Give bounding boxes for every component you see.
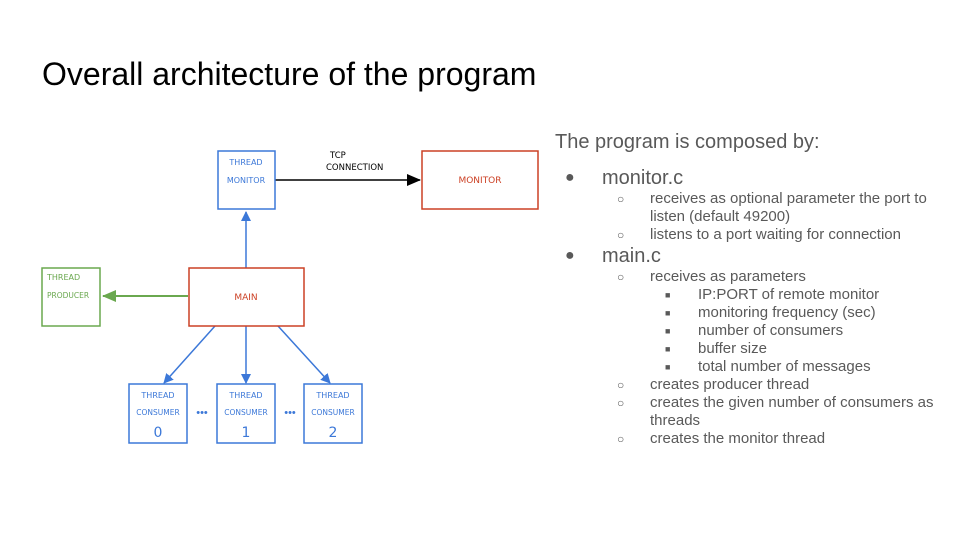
ellipsis-dots-2: ••• bbox=[284, 407, 296, 419]
list-subitem-text: creates the given number of consumers as… bbox=[650, 394, 934, 429]
intro-text: The program is composed by: bbox=[555, 131, 820, 153]
node-thread-consumer-2: THREAD CONSUMER 2 bbox=[303, 383, 363, 444]
node-consumer-1-number: 1 bbox=[242, 425, 251, 441]
square-bullet-icon: ■ bbox=[665, 344, 671, 354]
hollow-bullet-icon: ○ bbox=[617, 228, 625, 242]
edge-label-line-2: CONNECTION bbox=[326, 163, 383, 173]
node-consumer-0-number: 0 bbox=[154, 425, 163, 441]
list-subitem-text: listens to a port waiting for connection bbox=[650, 226, 901, 243]
list-subitem: ○ creates producer thread bbox=[555, 376, 955, 394]
list-subsubitem-text: monitoring frequency (sec) bbox=[698, 304, 876, 321]
node-monitor: MONITOR bbox=[421, 150, 539, 210]
hollow-bullet-icon: ○ bbox=[617, 396, 625, 410]
node-thread-monitor: THREAD MONITOR bbox=[217, 150, 276, 210]
node-thread-monitor-line-2: MONITOR bbox=[227, 176, 266, 185]
slide-title: Overall architecture of the program bbox=[42, 56, 537, 92]
node-consumer-2-line-2: CONSUMER bbox=[311, 408, 354, 417]
hollow-bullet-icon: ○ bbox=[617, 378, 625, 392]
list-subitem: ○ creates the monitor thread bbox=[555, 430, 955, 448]
bullet-icon: ● bbox=[565, 247, 575, 264]
node-consumer-1-line-2: CONSUMER bbox=[224, 408, 267, 417]
node-main-label: MAIN bbox=[234, 293, 257, 303]
square-bullet-icon: ■ bbox=[665, 290, 671, 300]
list-subitem-text: creates producer thread bbox=[650, 376, 810, 393]
list-subsubitem: ■ IP:PORT of remote monitor bbox=[555, 286, 955, 304]
edge-main-to-consumer-0 bbox=[163, 325, 216, 384]
node-monitor-label: MONITOR bbox=[458, 176, 501, 186]
list-subsubitem-text: total number of messages bbox=[698, 358, 871, 375]
node-thread-producer: THREAD PRODUCER bbox=[41, 267, 101, 327]
node-main: MAIN bbox=[188, 267, 305, 327]
node-consumer-0-line-2: CONSUMER bbox=[136, 408, 179, 417]
edge-label-line-1: TCP bbox=[329, 151, 346, 161]
node-consumer-2-line-1: THREAD bbox=[315, 391, 349, 400]
node-thread-consumer-0: THREAD CONSUMER 0 bbox=[128, 383, 188, 444]
list-item-monitor-c: ● monitor.c bbox=[555, 166, 955, 190]
hollow-bullet-icon: ○ bbox=[617, 432, 625, 446]
list-subsubitem-text: IP:PORT of remote monitor bbox=[698, 286, 880, 303]
architecture-diagram: TCP CONNECTION THREAD MONITOR MONITOR MA… bbox=[41, 150, 539, 444]
node-consumer-1-line-1: THREAD bbox=[228, 391, 262, 400]
ellipsis-dots-1: ••• bbox=[196, 407, 208, 419]
list-item-main-c: ● main.c bbox=[555, 244, 955, 268]
list-subitem: ○ receives as optional parameter the por… bbox=[555, 190, 955, 226]
bullet-icon: ● bbox=[565, 169, 575, 186]
list-subsubitem: ■ buffer size bbox=[555, 340, 955, 358]
list-item-label: main.c bbox=[602, 245, 661, 267]
list-subsubitem: ■ monitoring frequency (sec) bbox=[555, 304, 955, 322]
list-subitem-text: creates the monitor thread bbox=[650, 430, 826, 447]
list-subitem: ○ listens to a port waiting for connecti… bbox=[555, 226, 955, 244]
list-subitem-text: receives as optional parameter the port … bbox=[650, 190, 927, 225]
node-thread-consumer-1: THREAD CONSUMER 1 bbox=[216, 383, 276, 444]
node-thread-monitor-line-1: THREAD bbox=[228, 158, 262, 167]
list-subsubitem: ■ total number of messages bbox=[555, 358, 955, 376]
node-consumer-2-number: 2 bbox=[329, 425, 338, 441]
square-bullet-icon: ■ bbox=[665, 326, 671, 336]
list-item-label: monitor.c bbox=[602, 167, 684, 189]
program-description: The program is composed by: ● monitor.c … bbox=[555, 128, 955, 448]
list-subitem-text: receives as parameters bbox=[650, 268, 806, 285]
node-thread-producer-line-2: PRODUCER bbox=[47, 291, 89, 300]
node-thread-producer-line-1: THREAD bbox=[46, 273, 80, 282]
hollow-bullet-icon: ○ bbox=[617, 270, 625, 284]
node-consumer-0-line-1: THREAD bbox=[140, 391, 174, 400]
edge-main-to-consumer-2 bbox=[277, 325, 331, 384]
square-bullet-icon: ■ bbox=[665, 308, 671, 318]
list-subsubitem-text: number of consumers bbox=[698, 322, 844, 339]
list-subitem: ○ creates the given number of consumers … bbox=[555, 394, 955, 430]
list-subitem: ○ receives as parameters bbox=[555, 268, 955, 286]
list-subsubitem: ■ number of consumers bbox=[555, 322, 955, 340]
square-bullet-icon: ■ bbox=[665, 362, 671, 372]
hollow-bullet-icon: ○ bbox=[617, 192, 625, 206]
list-subsubitem-text: buffer size bbox=[698, 340, 767, 357]
